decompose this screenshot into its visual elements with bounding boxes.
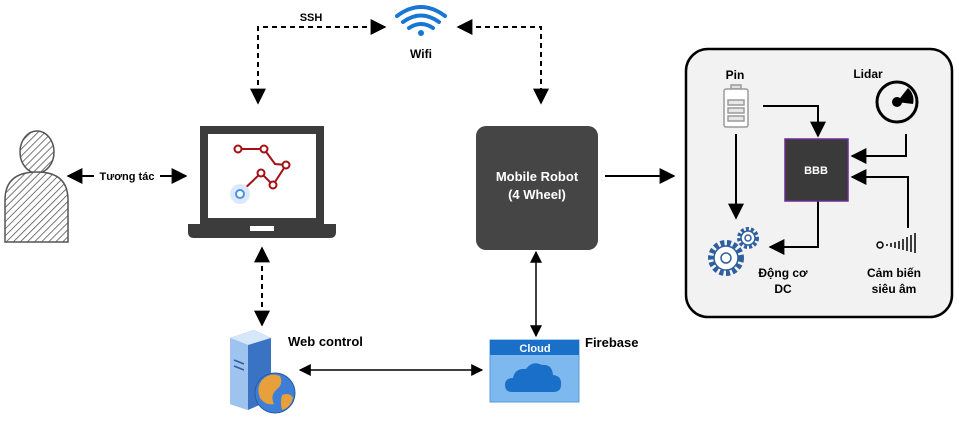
wifi-robot-connector xyxy=(456,19,549,105)
pin-label: Pin xyxy=(726,68,745,82)
robot-label-line1: Mobile Robot xyxy=(496,169,579,184)
mobile-robot-box: Mobile Robot (4 Wheel) xyxy=(476,126,598,250)
wifi-label: Wifi xyxy=(410,47,432,61)
web-control-label: Web control xyxy=(288,334,363,349)
ssh-connector xyxy=(250,19,387,105)
lidar-icon xyxy=(875,80,919,124)
interaction-label: Tương tác xyxy=(100,171,155,183)
motor-label-line1: Động cơ xyxy=(758,266,808,280)
server-globe-icon xyxy=(230,330,296,414)
cloud-header-label: Cloud xyxy=(519,343,550,355)
cloud-icon: Cloud xyxy=(489,339,580,403)
hardware-panel: Pin Lidar BBB xyxy=(684,47,954,319)
connectors xyxy=(66,19,676,376)
firebase-label: Firebase xyxy=(585,335,638,350)
motor-label-line2: DC xyxy=(774,282,792,296)
ultrasonic-sensor-icon xyxy=(876,233,916,253)
wifi-icon xyxy=(395,5,447,36)
laptop-icon xyxy=(188,126,336,238)
ssh-label: SSH xyxy=(300,12,323,24)
bbb-box xyxy=(784,138,849,202)
sensor-label-line1: Cảm biến xyxy=(867,266,921,280)
battery-icon xyxy=(723,84,749,128)
robot-label-line2: (4 Wheel) xyxy=(508,187,566,202)
sensor-label-line2: siêu âm xyxy=(872,282,917,296)
bbb-label: BBB xyxy=(804,165,828,177)
user-icon xyxy=(4,130,69,243)
lidar-label: Lidar xyxy=(853,67,883,81)
gear-icon xyxy=(708,227,759,276)
